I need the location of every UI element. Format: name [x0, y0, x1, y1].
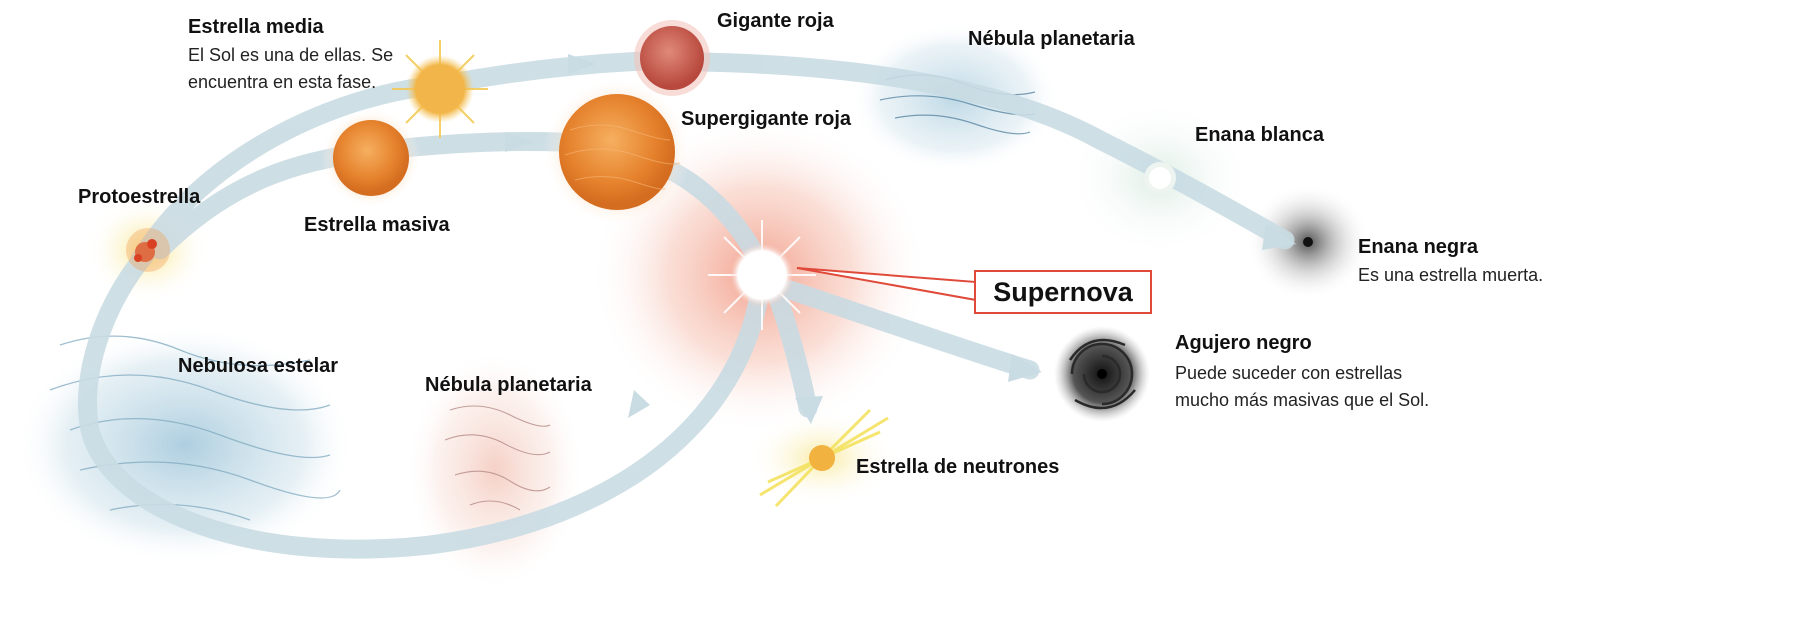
estrella-masiva-label: Estrella masiva [304, 214, 450, 236]
nebulosa-estelar-cloud [15, 325, 355, 565]
enana-blanca-label: Enana blanca [1195, 124, 1324, 146]
nebulosa-estelar-label: Nebulosa estelar [178, 355, 339, 377]
arrowhead-enana-negra [1262, 224, 1296, 250]
protoestrella-icon [126, 228, 170, 272]
estrella-neutrones-label: Estrella de neutrones [856, 456, 1060, 478]
agujero-negro-desc-line2: mucho más masivas que el Sol. [1175, 390, 1430, 410]
estrella-media-title: Estrella media [188, 16, 324, 38]
enana-blanca-icon [1144, 162, 1176, 194]
agujero-negro-title: Agujero negro [1175, 332, 1312, 354]
arrowhead-inner-top [505, 132, 533, 152]
arrowhead-return [628, 390, 650, 418]
agujero-negro-icon [1054, 326, 1150, 422]
gigante-roja-label: Gigante roja [717, 10, 834, 32]
agujero-negro-desc-line1: Puede suceder con estrellas [1175, 363, 1403, 383]
protoestrella-label: Protoestrella [78, 186, 201, 208]
enana-negra-desc: Es una estrella muerta. [1358, 265, 1544, 285]
arrowhead-neutron [795, 396, 823, 424]
estrella-neutrones-icon [759, 408, 889, 508]
nebula-bottom-texture [444, 405, 551, 511]
estrella-media-desc-line1: El Sol es una de ellas. Se [188, 45, 394, 65]
path-arrowheads [505, 54, 1296, 424]
supernova-label-box: Supernova [974, 270, 1152, 314]
estrella-media-icon [392, 40, 488, 138]
enana-negra-title: Enana negra [1358, 236, 1479, 258]
supergigante-roja-label: Supergigante roja [681, 108, 852, 130]
gigante-roja-icon [634, 20, 710, 96]
enana-negra-icon [1303, 237, 1313, 247]
supernova-label: Supernova [993, 276, 1133, 307]
nebula-planetaria-bottom-label: Nébula planetaria [425, 374, 592, 396]
arrowhead-agujero [1008, 354, 1042, 382]
estrella-masiva-icon [321, 108, 421, 208]
supernova-icon [708, 220, 816, 330]
estrella-media-desc-line2: encuentra en esta fase. [188, 72, 377, 92]
arrowhead-outer-top [568, 54, 596, 74]
nebula-planetaria-top-label: Nébula planetaria [968, 28, 1135, 50]
supergigante-roja-icon [543, 78, 691, 226]
